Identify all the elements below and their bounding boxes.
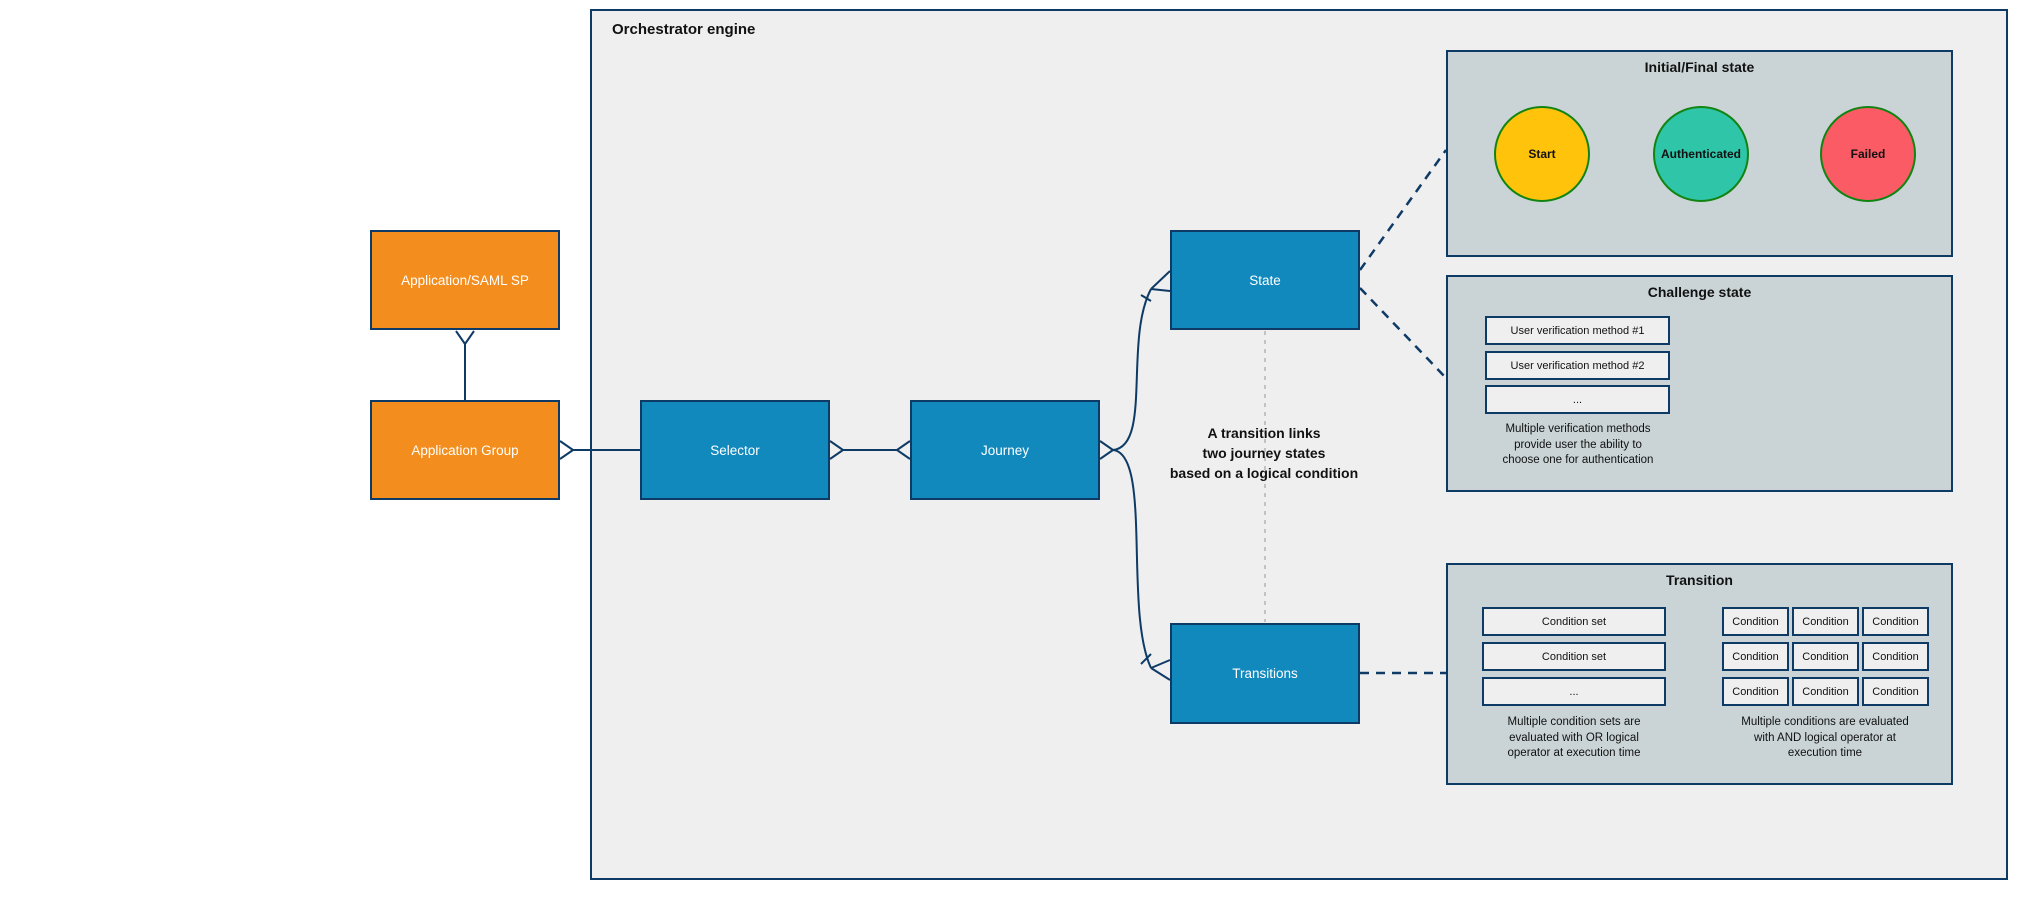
tick-transitions (1140, 653, 1152, 665)
condition-row: Condition Condition Condition (1722, 642, 1929, 671)
and-caption: Multiple conditions are evaluated with A… (1714, 715, 1936, 762)
and-caption-line: Multiple conditions are evaluated (1741, 716, 1909, 728)
panel-transition-title: Transition (1666, 572, 1733, 588)
state-circle-failed: Failed (1820, 106, 1916, 202)
condition-set-box: ... (1482, 677, 1666, 706)
challenge-caption-line: Multiple verification methods (1505, 423, 1651, 435)
annotation-line: A transition links (1207, 425, 1321, 441)
annotation-line: based on a logical condition (1169, 465, 1359, 481)
condition-box: Condition (1862, 642, 1929, 671)
condition-box: Condition (1862, 677, 1929, 706)
connector-journey-to-state (1112, 288, 1152, 451)
condition-set-box: Condition set (1482, 607, 1666, 636)
dashed-state-to-challenge-panel (1359, 287, 1447, 379)
panel-initial-final-state: Initial/Final state Start Authenticated … (1446, 50, 1953, 257)
tick-state (1140, 294, 1152, 302)
connector-journey-to-transitions (1112, 449, 1152, 669)
verification-method-box: ... (1485, 385, 1670, 414)
state-circle-failed-label: Failed (1850, 147, 1886, 161)
condition-row: Condition Condition Condition (1722, 607, 1929, 636)
verification-method-box: User verification method #2 (1485, 351, 1670, 380)
crowsfoot-saml (455, 330, 475, 345)
node-state: State (1170, 230, 1360, 330)
node-application-group-label: Application Group (411, 442, 519, 458)
crowsfoot-group (559, 440, 574, 460)
node-application-group: Application Group (370, 400, 560, 500)
or-caption-line: Multiple condition sets are (1507, 716, 1641, 728)
crowsfoot-selector (829, 440, 844, 460)
state-circle-start: Start (1494, 106, 1590, 202)
crowsfoot-journey-left (896, 440, 911, 460)
node-transitions-label: Transitions (1232, 666, 1298, 681)
condition-box: Condition (1722, 607, 1789, 636)
node-application-saml-sp-label: Application/SAML SP (401, 272, 529, 288)
node-transitions: Transitions (1170, 623, 1360, 724)
condition-box: Condition (1792, 607, 1859, 636)
crowsfoot-state (1150, 270, 1171, 292)
node-application-saml-sp: Application/SAML SP (370, 230, 560, 330)
and-caption-line: with AND logical operator at (1754, 731, 1896, 744)
node-state-label: State (1249, 272, 1281, 288)
condition-box: Condition (1722, 642, 1789, 671)
or-caption-line: evaluated with OR logical (1509, 731, 1639, 744)
crowsfoot-journey-right (1099, 440, 1114, 460)
crowsfoot-transitions (1150, 659, 1171, 681)
node-selector-label: Selector (710, 442, 760, 458)
condition-box: Condition (1862, 607, 1929, 636)
verification-method-box: User verification method #1 (1485, 316, 1670, 345)
or-caption: Multiple condition sets are evaluated wi… (1456, 715, 1692, 762)
dashed-state-to-initial-panel (1358, 149, 1448, 271)
panel-transition: Transition Condition set Condition set .… (1446, 563, 1953, 785)
condition-row: Condition Condition Condition (1722, 677, 1929, 706)
challenge-caption-line: choose one for authentication (1502, 454, 1654, 466)
challenge-caption: Multiple verification methods provide us… (1462, 422, 1694, 469)
node-journey: Journey (910, 400, 1100, 500)
orchestrator-engine-title: Orchestrator engine (612, 21, 756, 38)
panel-initial-final-title: Initial/Final state (1644, 59, 1755, 75)
node-selector: Selector (640, 400, 830, 500)
transition-annotation: A transition links two journey states ba… (1140, 423, 1388, 483)
or-caption-line: operator at execution time (1507, 747, 1641, 759)
state-circle-authenticated: Authenticated (1653, 106, 1749, 202)
condition-box: Condition (1722, 677, 1789, 706)
challenge-caption-line: provide user the ability to (1514, 438, 1642, 451)
state-circle-start-label: Start (1528, 147, 1556, 161)
state-circle-authenticated-label: Authenticated (1660, 147, 1741, 161)
panel-challenge-title: Challenge state (1647, 284, 1752, 300)
panel-challenge-state: Challenge state User verification method… (1446, 275, 1953, 492)
annotation-line: two journey states (1202, 445, 1326, 461)
condition-set-box: Condition set (1482, 642, 1666, 671)
condition-box: Condition (1792, 677, 1859, 706)
condition-box: Condition (1792, 642, 1859, 671)
and-caption-line: execution time (1787, 747, 1863, 759)
node-journey-label: Journey (980, 442, 1030, 458)
